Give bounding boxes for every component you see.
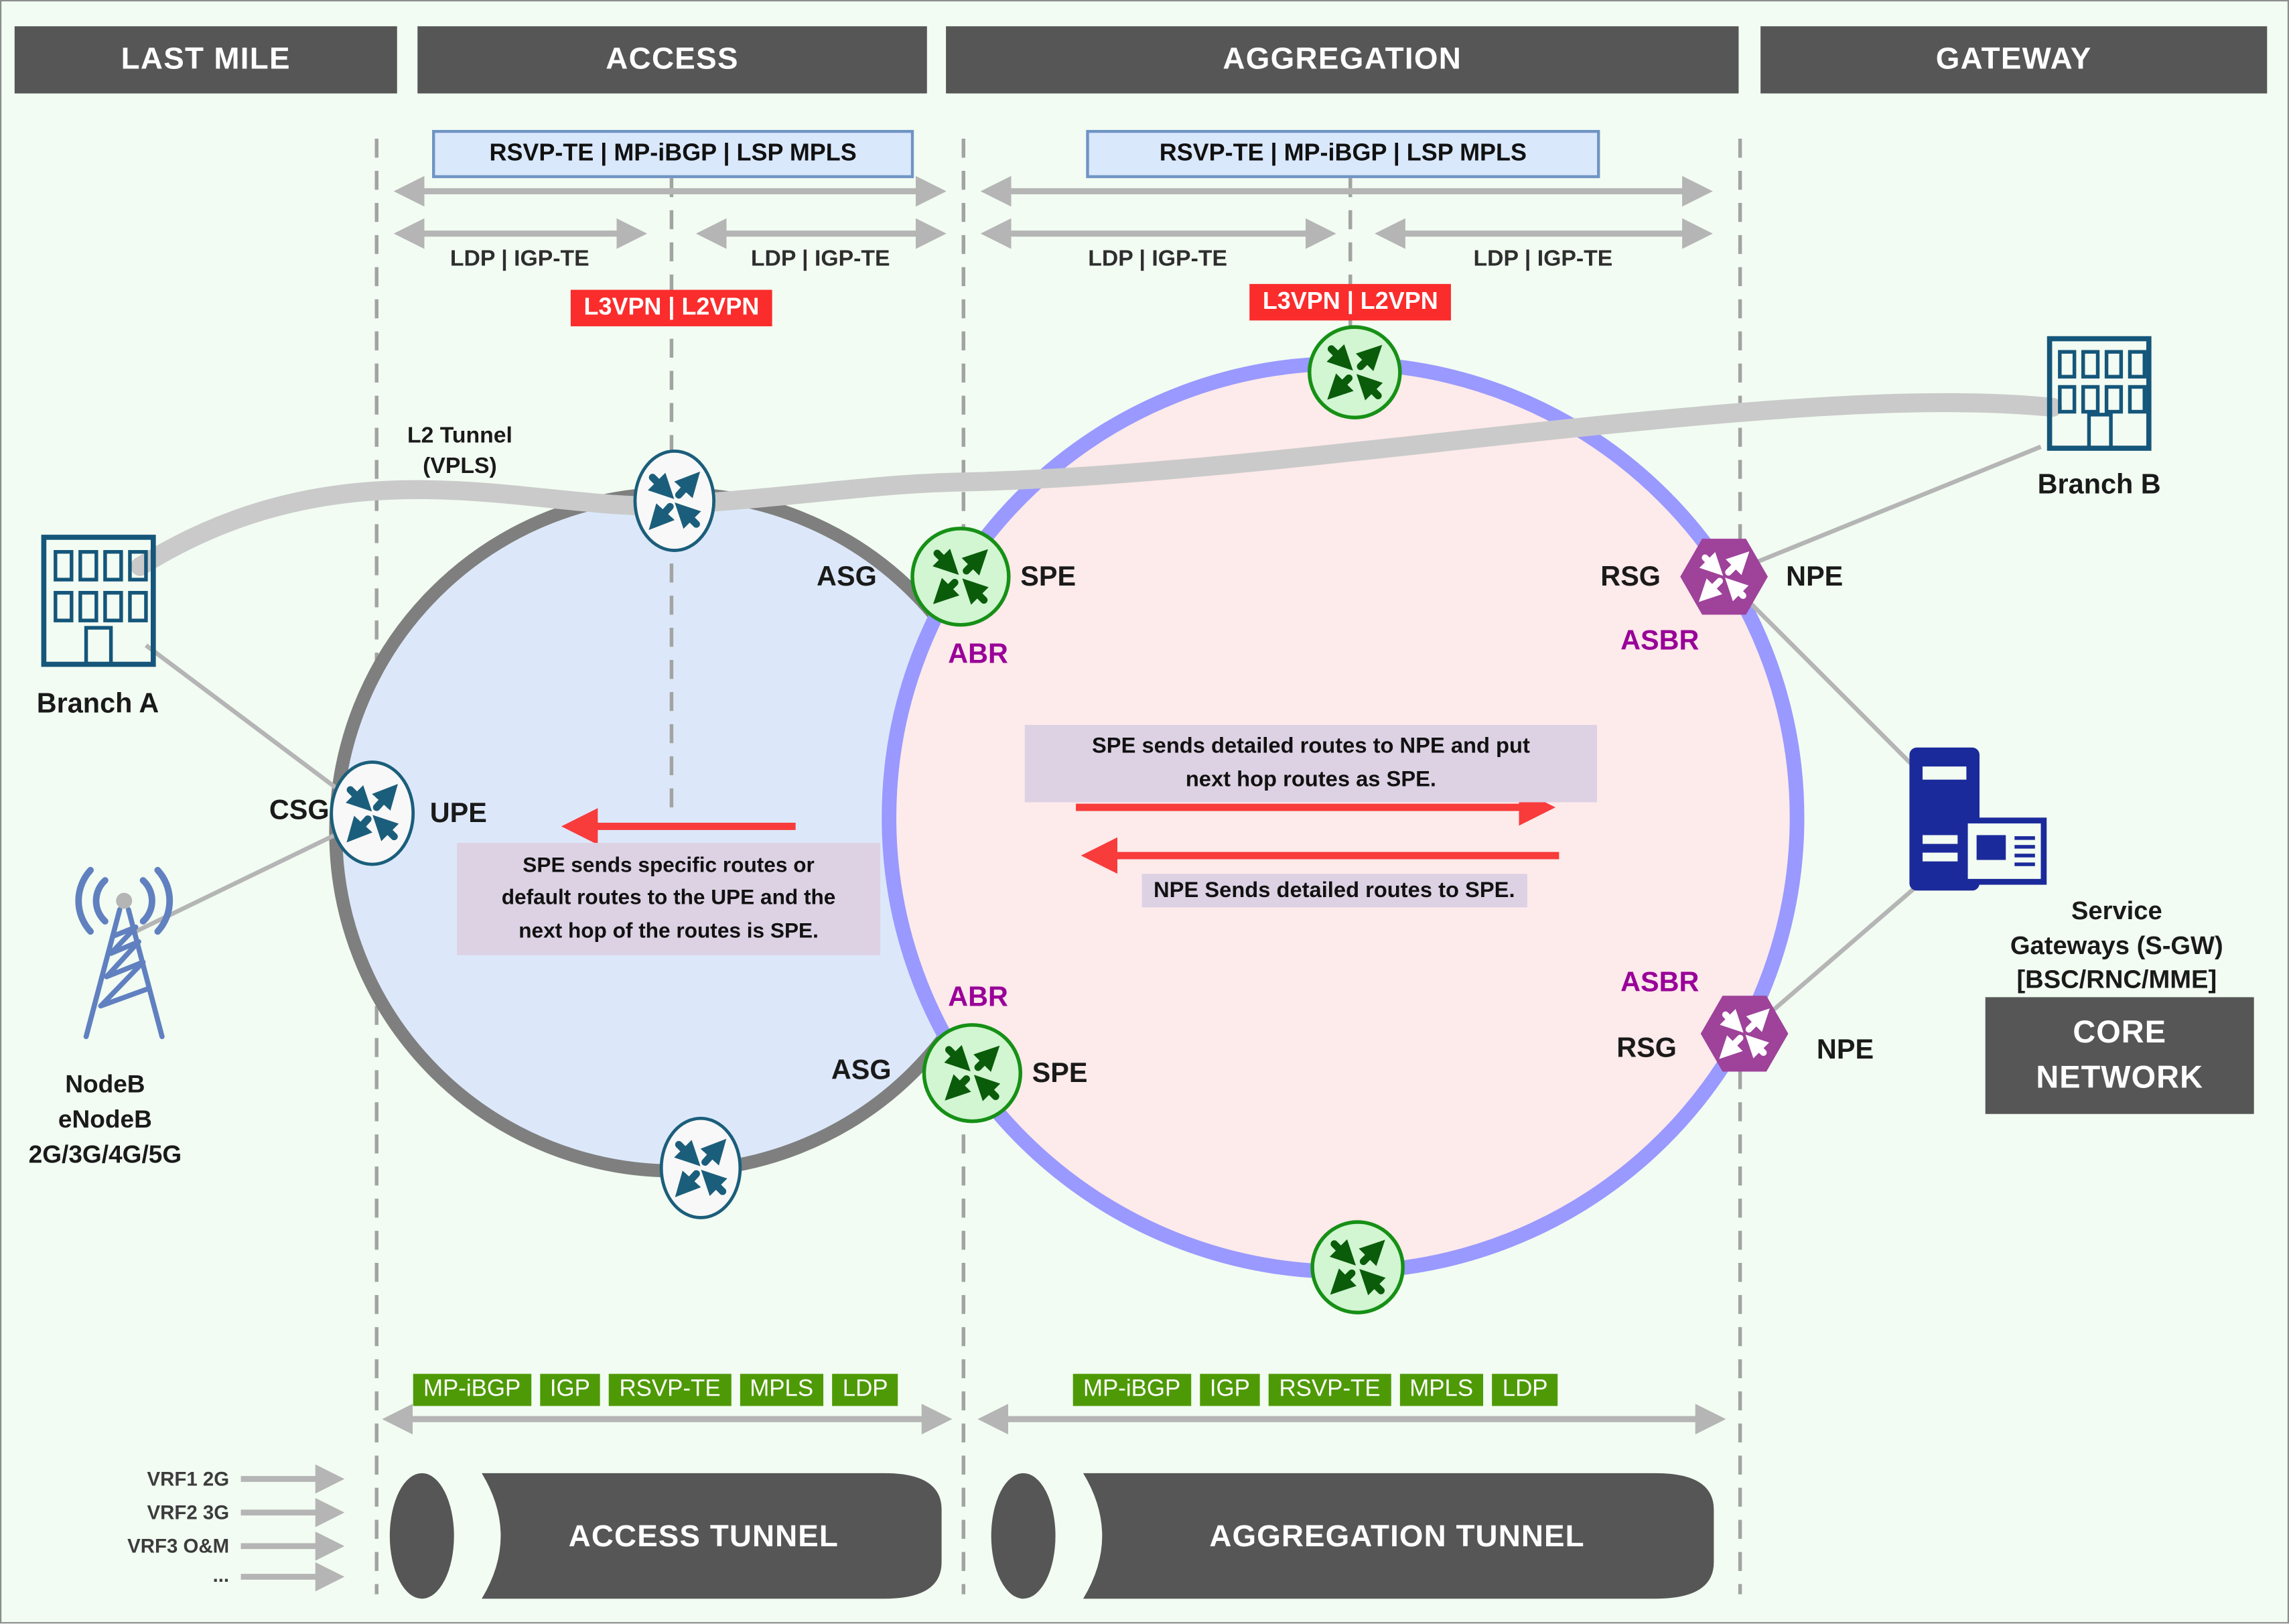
access-tunnel-body <box>482 1473 942 1599</box>
chip-rsvp-te: RSVP-TE <box>609 1373 731 1406</box>
link-branchb-npe <box>1730 444 2042 575</box>
spe-top-label: SPE <box>1020 561 1077 593</box>
link-brancha-csg <box>144 643 370 814</box>
sgw-label-line1: Service <box>2071 896 2162 925</box>
asg-top-label: ASG <box>817 561 877 593</box>
core-network-line1: CORE <box>2073 1014 2167 1050</box>
aggregation-tunnel-opening <box>991 1473 1056 1599</box>
chip-mp-ibgp: MP-iBGP <box>1072 1373 1191 1406</box>
access-ring-top-router-icon <box>633 449 716 552</box>
access-vpn-chip: L3VPN | L2VPN <box>570 289 772 327</box>
protocol-span-arrows <box>382 176 1726 1435</box>
access-ring-bottom-router-icon <box>659 1116 742 1219</box>
access-tunnel-title: ACCESS TUNNEL <box>568 1519 839 1554</box>
header-aggregation: AGGREGATION <box>946 26 1739 94</box>
aggregation-ldp-left-label: LDP | IGP-TE <box>1088 247 1227 272</box>
csg-label: CSG <box>269 795 330 827</box>
note-spe-to-upe: SPE sends specific routes or default rou… <box>457 843 881 956</box>
chip-mpls: MPLS <box>739 1373 824 1406</box>
note-spe-to-upe-line3: next hop of the routes is SPE. <box>518 920 819 944</box>
asbr-top-label: ASBR <box>1620 626 1700 657</box>
sgw-label-line3: [BSC/RNC/MME] <box>2016 965 2217 994</box>
nodeb-label: NodeB eNodeB 2G/3G/4G/5G <box>29 1068 182 1172</box>
aggregation-tunnel-shape <box>991 1473 1714 1599</box>
note-spe-to-npe-line1: SPE sends detailed routes to NPE and put <box>1091 734 1530 759</box>
asg-spe-top-router-icon <box>910 527 1011 627</box>
csg-router-icon <box>330 760 415 866</box>
link-nodeb-csg <box>135 818 366 934</box>
access-ldp-right-label: LDP | IGP-TE <box>750 247 890 272</box>
note-spe-to-upe-line1: SPE sends specific routes or <box>523 854 815 878</box>
aggregation-tunnel-body <box>1083 1473 1714 1599</box>
header-last-mile: LAST MILE <box>14 26 397 94</box>
npe-top-label: NPE <box>1786 561 1844 593</box>
l2-tunnel-label: L2 Tunnel (VPLS) <box>407 422 512 483</box>
l2-vpls-tunnel-band <box>131 393 2063 576</box>
access-tunnel-shape <box>389 1473 942 1599</box>
nodeb-label-line3: 2G/3G/4G/5G <box>28 1140 182 1168</box>
note-spe-to-upe-line2: default routes to the UPE and the <box>501 887 836 911</box>
aggregation-ring-top-router-icon <box>1308 325 1402 419</box>
branch-a-label: Branch A <box>36 689 159 720</box>
l2-tunnel-label-line2: (VPLS) <box>423 454 497 479</box>
aggregation-mpls-protocols-box: RSVP-TE | MP-iBGP | LSP MPLS <box>1086 129 1600 178</box>
chip-igp: IGP <box>539 1373 601 1406</box>
abr-bottom-label: ABR <box>948 982 1008 1014</box>
access-tunnel-opening <box>389 1473 454 1599</box>
aggregation-ring-bottom-router-icon <box>1310 1220 1405 1314</box>
vrf1-label: VRF1 2G <box>147 1468 230 1490</box>
upe-label: UPE <box>429 799 487 829</box>
access-ldp-left-label: LDP | IGP-TE <box>449 247 589 272</box>
asg-bottom-label: ASG <box>831 1055 892 1087</box>
vrf2-label: VRF2 3G <box>147 1501 230 1524</box>
nodeb-label-line2: eNodeB <box>58 1105 152 1134</box>
chip-mpls: MPLS <box>1399 1373 1484 1406</box>
aggregation-tunnel-protocol-chips: MP-iBGP IGP RSVP-TE MPLS LDP <box>1072 1373 1558 1406</box>
vrf3-label: VRF3 O&M <box>127 1535 230 1558</box>
asbr-bottom-label: ASBR <box>1620 967 1700 999</box>
service-gateway-server-icon <box>1909 747 2047 891</box>
l2-tunnel-label-line1: L2 Tunnel <box>407 423 512 449</box>
chip-mp-ibgp: MP-iBGP <box>413 1373 531 1406</box>
rsg-top-label: RSG <box>1600 561 1661 593</box>
aggregation-ring <box>882 356 1805 1279</box>
branch-b-label: Branch B <box>2037 470 2161 501</box>
aggregation-tunnel-title: AGGREGATION TUNNEL <box>1209 1519 1585 1554</box>
chip-igp: IGP <box>1199 1373 1261 1406</box>
core-network-line2: NETWORK <box>2036 1060 2204 1095</box>
core-network-box: CORE NETWORK <box>1985 997 2254 1114</box>
abr-top-label: ABR <box>948 639 1008 671</box>
chip-rsvp-te: RSVP-TE <box>1269 1373 1391 1406</box>
spe-bottom-label: SPE <box>1032 1058 1088 1089</box>
sgw-label-line2: Gateways (S-GW) <box>2010 930 2223 960</box>
branch-b-building-icon <box>2047 336 2152 451</box>
note-spe-to-npe: SPE sends detailed routes to NPE and put… <box>1024 724 1598 803</box>
rsg-bottom-label: RSG <box>1616 1033 1677 1065</box>
cell-tower-icon <box>75 866 174 1040</box>
npe-bottom-label: NPE <box>1816 1035 1874 1066</box>
aggregation-ldp-right-label: LDP | IGP-TE <box>1473 247 1613 272</box>
vrf-arrows <box>240 1464 345 1592</box>
route-arrows <box>561 789 1559 874</box>
note-npe-to-spe: NPE Sends detailed routes to SPE. <box>1141 874 1527 908</box>
access-tunnel-protocol-chips: MP-iBGP IGP RSVP-TE MPLS LDP <box>413 1373 898 1406</box>
chip-ldp: LDP <box>832 1373 898 1406</box>
branch-a-building-icon <box>41 535 156 667</box>
vrf-more-label: ... <box>212 1564 230 1586</box>
nodeb-label-line1: NodeB <box>65 1071 145 1099</box>
chip-ldp: LDP <box>1492 1373 1558 1406</box>
aggregation-vpn-chip: L3VPN | L2VPN <box>1249 283 1452 321</box>
rsg-npe-top-hexagon-icon <box>1680 539 1768 615</box>
service-gateways-label: Service Gateways (S-GW) [BSC/RNC/MME] <box>2010 894 2223 998</box>
header-access: ACCESS <box>417 26 927 94</box>
asg-spe-bottom-router-icon <box>922 1023 1022 1124</box>
note-spe-to-npe-line2: next hop routes as SPE. <box>1185 766 1437 792</box>
header-gateway: GATEWAY <box>1760 26 2268 94</box>
access-mpls-protocols-box: RSVP-TE | MP-iBGP | LSP MPLS <box>432 129 914 178</box>
rsg-npe-bottom-hexagon-icon <box>1700 996 1789 1072</box>
